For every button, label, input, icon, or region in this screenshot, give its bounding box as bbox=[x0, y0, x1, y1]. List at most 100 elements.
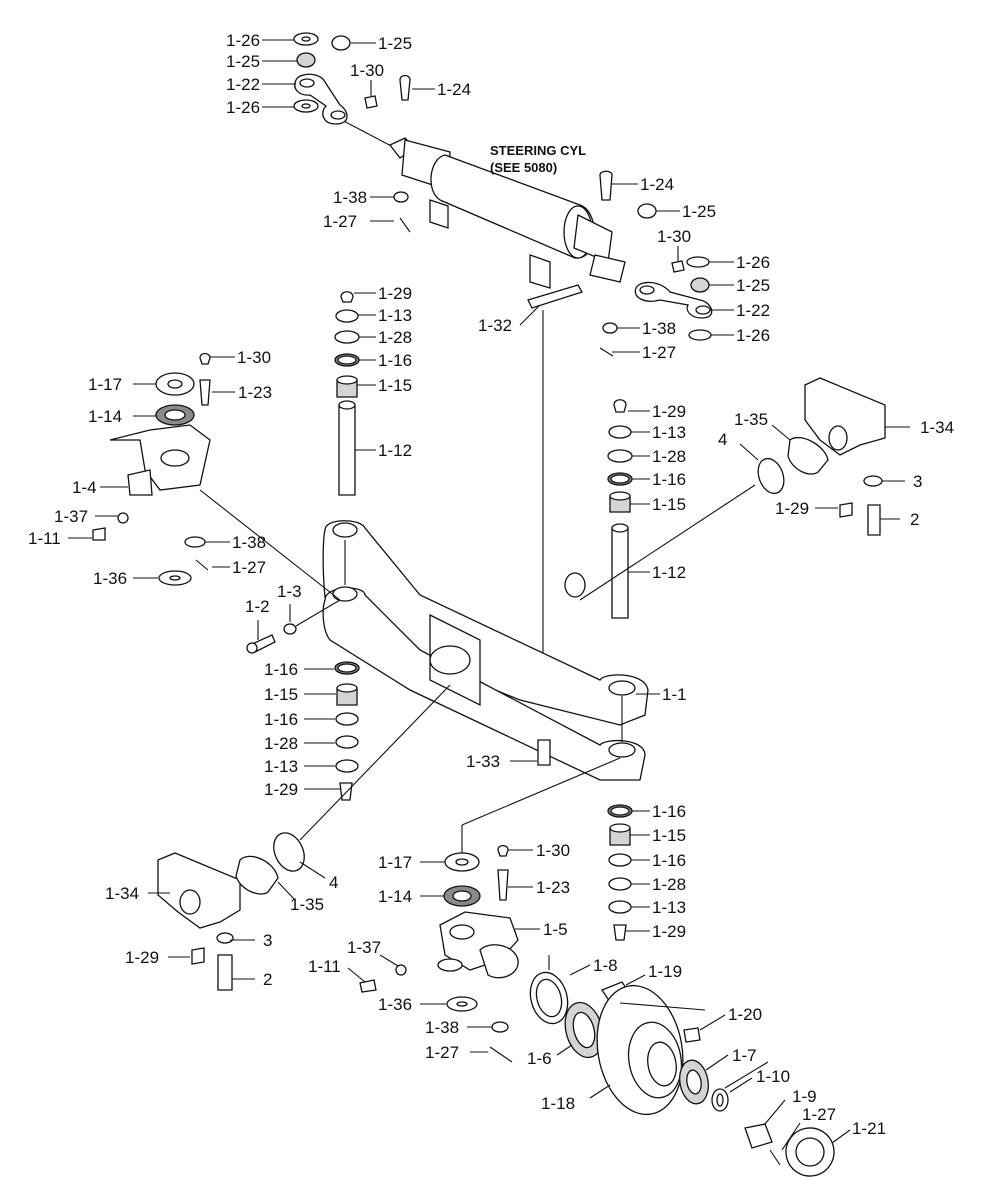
callout-label: 1-30 bbox=[657, 227, 691, 246]
callout-label: 1-28 bbox=[378, 328, 412, 347]
bolt-and-nut-1-2-1-3 bbox=[246, 599, 341, 654]
callout-label: 1-34 bbox=[105, 884, 139, 903]
callout-label: 1-24 bbox=[437, 80, 471, 99]
callout-label: 1-3 bbox=[277, 582, 302, 601]
callout-label: 1-9 bbox=[792, 1087, 817, 1106]
callout-label: 1-4 bbox=[72, 478, 97, 497]
axle-beam bbox=[322, 520, 649, 781]
callout-label: 1-5 bbox=[543, 920, 568, 939]
steering-cylinder bbox=[337, 117, 626, 289]
callout-label: 1-12 bbox=[378, 441, 412, 460]
callout-label: 1-14 bbox=[88, 407, 122, 426]
callout-label: 1-23 bbox=[238, 383, 272, 402]
callout-label: 1-24 bbox=[640, 175, 674, 194]
callout-label: 1-13 bbox=[378, 306, 412, 325]
callout-label: 1-36 bbox=[378, 995, 412, 1014]
callout-label: 1-35 bbox=[290, 895, 324, 914]
callout-label: 1-28 bbox=[264, 734, 298, 753]
callout-label: 1-17 bbox=[378, 853, 412, 872]
callout-label: 1-11 bbox=[28, 529, 61, 548]
callout-label: 1-30 bbox=[350, 61, 384, 80]
callout-label: 1-22 bbox=[736, 301, 770, 320]
callout-label: 1-27 bbox=[802, 1105, 836, 1124]
callout-label: 1-37 bbox=[54, 507, 88, 526]
callout-label: 1-29 bbox=[775, 499, 809, 518]
callout-label: 2 bbox=[263, 970, 272, 989]
upper-left-steering-knuckle bbox=[92, 352, 341, 601]
callout-label: 1-27 bbox=[642, 343, 676, 362]
steering-cylinder-note-line2: (SEE 5080) bbox=[490, 160, 557, 175]
callout-label: 1-13 bbox=[264, 757, 298, 776]
callout-label: 1-20 bbox=[728, 1005, 762, 1024]
callout-label: 1-29 bbox=[378, 284, 412, 303]
callout-label: 1-27 bbox=[323, 212, 357, 231]
callout-label: 1-15 bbox=[652, 826, 686, 845]
callout-label: 1-19 bbox=[648, 962, 682, 981]
callout-label: 1-12 bbox=[652, 563, 686, 582]
callout-label: 1-14 bbox=[378, 887, 412, 906]
callout-label: 1-26 bbox=[736, 326, 770, 345]
callout-label: 1-7 bbox=[732, 1046, 757, 1065]
callout-label: 1-28 bbox=[652, 447, 686, 466]
callout-label: 1-25 bbox=[682, 202, 716, 221]
callout-label: 1-13 bbox=[652, 898, 686, 917]
callout-label: 1-29 bbox=[652, 402, 686, 421]
callout-label: 1-29 bbox=[264, 780, 298, 799]
callout-label: 1-38 bbox=[232, 533, 266, 552]
steering-cylinder-note-line1: STEERING CYL bbox=[490, 143, 586, 158]
callout-label: 1-2 bbox=[245, 597, 270, 616]
callout-label: 1-16 bbox=[378, 351, 412, 370]
callout-label: 1-28 bbox=[652, 875, 686, 894]
callout-label: 4 bbox=[329, 873, 338, 892]
callout-label: 1-37 bbox=[347, 938, 381, 957]
callout-label: 1-16 bbox=[264, 710, 298, 729]
lower-steering-knuckle bbox=[359, 825, 519, 1063]
callout-label: 1-30 bbox=[237, 348, 271, 367]
right-kingpin-stack bbox=[607, 399, 633, 941]
callout-label: 1-26 bbox=[226, 98, 260, 117]
lower-left-mount-bracket bbox=[157, 684, 451, 991]
callout-labels: 1-26 1-25 1-25 1-30 1-22 1-24 1-26 1-38 … bbox=[28, 31, 954, 1138]
callout-label: 1-21 bbox=[852, 1119, 886, 1138]
callout-label: 1-11 bbox=[308, 957, 341, 976]
callout-label: 1-13 bbox=[652, 423, 686, 442]
callout-label: 1-15 bbox=[652, 495, 686, 514]
callout-label: 1-26 bbox=[736, 253, 770, 272]
callout-label: 1-29 bbox=[125, 948, 159, 967]
callout-label: 1-23 bbox=[536, 878, 570, 897]
callout-label: 1-26 bbox=[226, 31, 260, 50]
callout-label: 1-34 bbox=[920, 418, 954, 437]
callout-label: 1-30 bbox=[536, 841, 570, 860]
callout-label: 1-16 bbox=[652, 851, 686, 870]
callout-label: 1-16 bbox=[652, 802, 686, 821]
callout-label: 1-16 bbox=[652, 470, 686, 489]
callout-label: 3 bbox=[263, 931, 272, 950]
upper-right-mount-bracket bbox=[579, 377, 886, 601]
left-kingpin-stack bbox=[334, 291, 360, 801]
callout-label: 1-25 bbox=[226, 52, 260, 71]
callout-label: 1-38 bbox=[642, 319, 676, 338]
leader-lines bbox=[68, 39, 910, 1151]
bolt-1-33 bbox=[537, 739, 551, 766]
callout-label: 1-18 bbox=[541, 1094, 575, 1113]
callout-label: 3 bbox=[913, 472, 922, 491]
callout-label: 1-15 bbox=[378, 376, 412, 395]
callout-label: 1-25 bbox=[378, 34, 412, 53]
callout-label: 1-33 bbox=[466, 752, 500, 771]
callout-label: 1-35 bbox=[734, 410, 768, 429]
callout-label: 1-25 bbox=[736, 276, 770, 295]
assembly-lines bbox=[461, 757, 621, 970]
callout-label: 1-10 bbox=[756, 1067, 790, 1086]
upper-right-steering-link-parts bbox=[527, 170, 713, 700]
callout-label: 4 bbox=[718, 430, 727, 449]
callout-label: 1-1 bbox=[662, 685, 687, 704]
callout-label: 1-16 bbox=[264, 660, 298, 679]
callout-label: 1-36 bbox=[93, 569, 127, 588]
callout-label: 1-27 bbox=[232, 558, 266, 577]
callout-label: 1-32 bbox=[478, 316, 512, 335]
callout-label: 1-22 bbox=[226, 75, 260, 94]
callout-label: 1-6 bbox=[527, 1049, 552, 1068]
wheel-hub-assembly bbox=[529, 971, 835, 1177]
callout-label: 1-8 bbox=[593, 956, 618, 975]
